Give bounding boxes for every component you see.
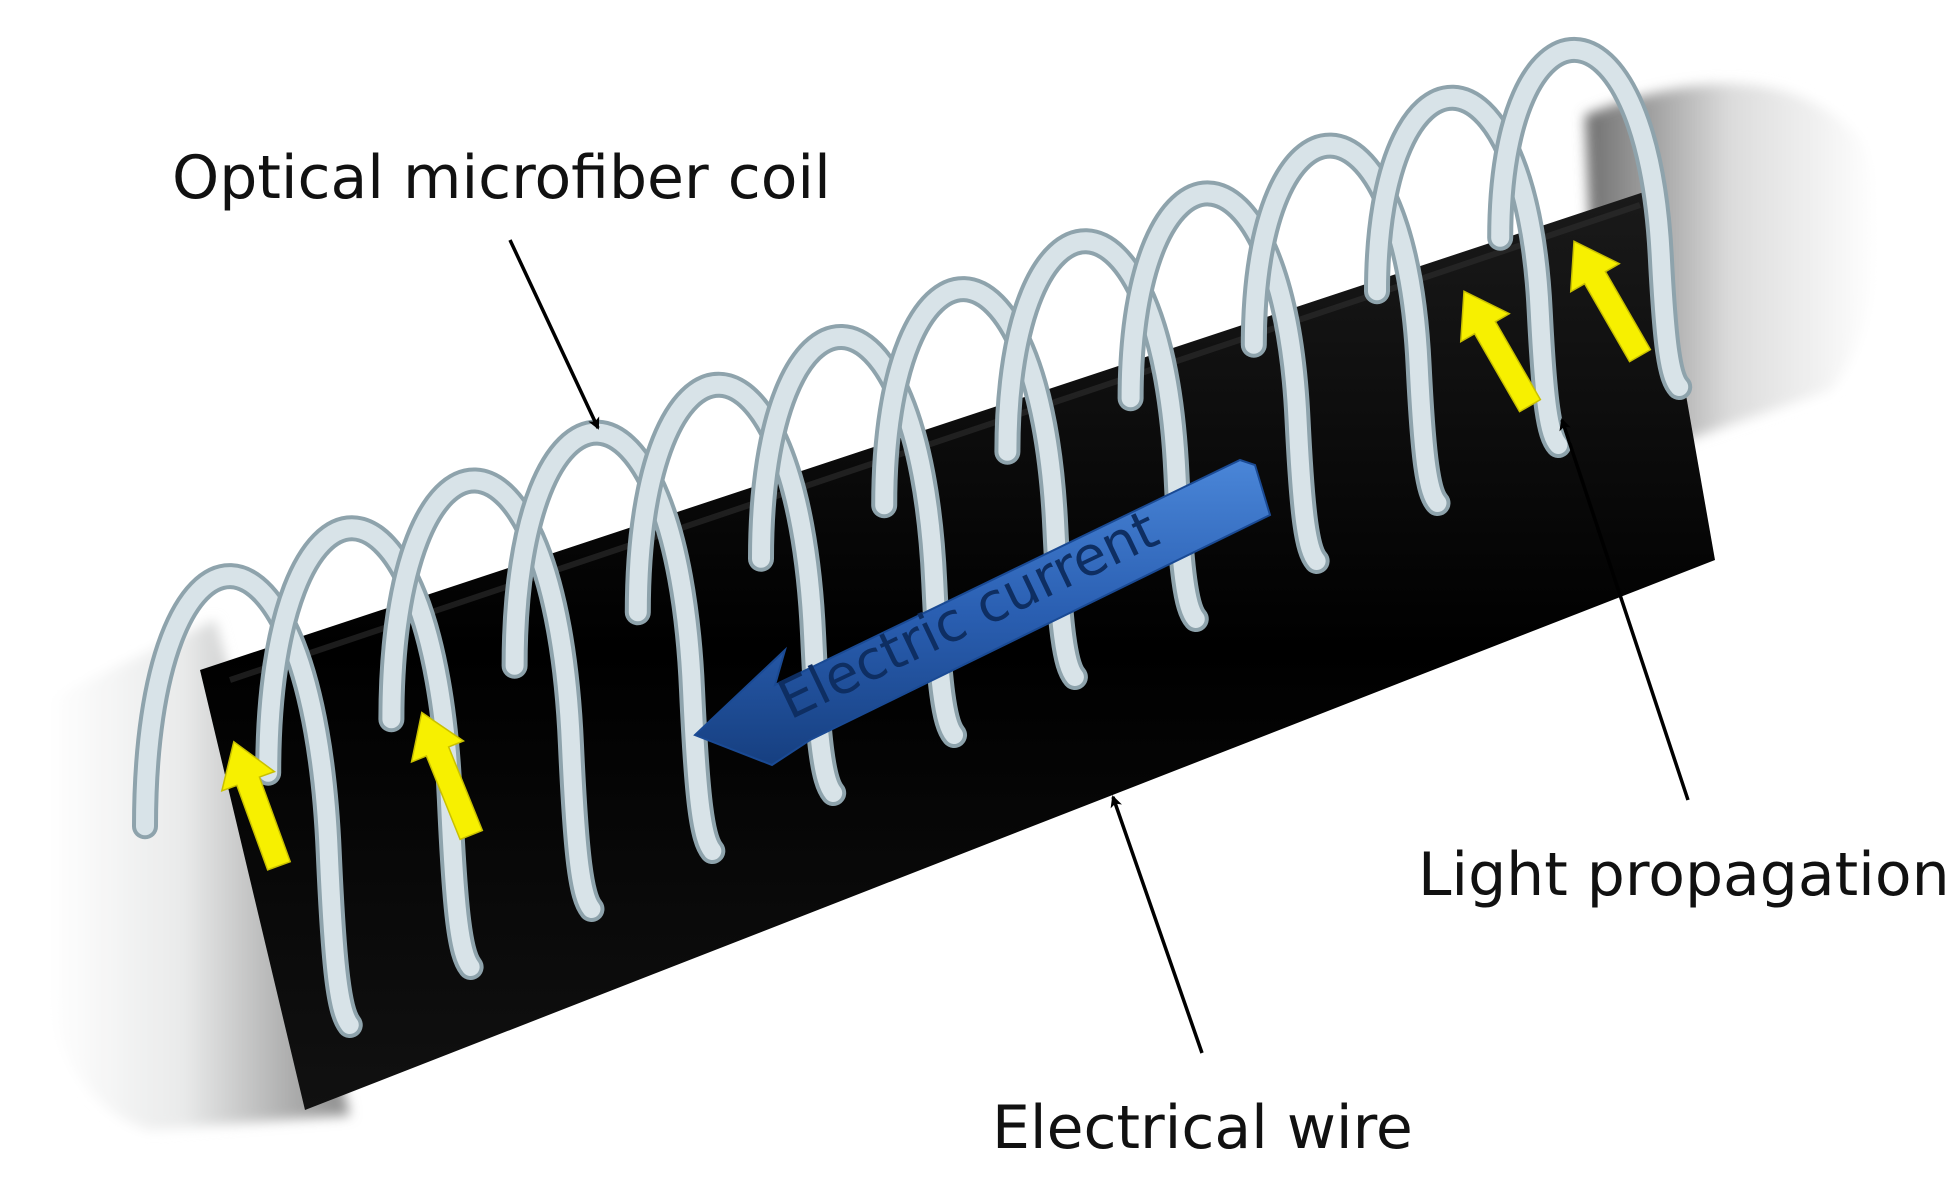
light-propagation-arrows: [220, 240, 1652, 871]
light-arrow: [220, 740, 292, 871]
coil-turn: [378, 467, 605, 922]
coil-pointer-arrow: [508, 239, 600, 430]
left-sleeve: [48, 620, 350, 1130]
coil-turn: [1487, 37, 1693, 400]
light-arrow: [1459, 290, 1542, 413]
light-pointer-arrow: [1559, 418, 1690, 801]
light-arrow: [1569, 240, 1652, 363]
optical-microfiber-coil-label: Optical microfiber coil: [172, 143, 831, 213]
electrical-wire-label: Electrical wire: [992, 1093, 1413, 1163]
coil-turn: [132, 563, 363, 1038]
pointer-arrows: [508, 239, 1690, 1054]
light-arrow: [410, 711, 484, 841]
microfiber-coil: [132, 37, 1693, 1038]
light-propagation-label: Light propagation: [1418, 840, 1950, 910]
coil-turn: [255, 515, 484, 980]
wire-pointer-arrow: [1110, 795, 1204, 1054]
coil-turn: [501, 419, 726, 864]
